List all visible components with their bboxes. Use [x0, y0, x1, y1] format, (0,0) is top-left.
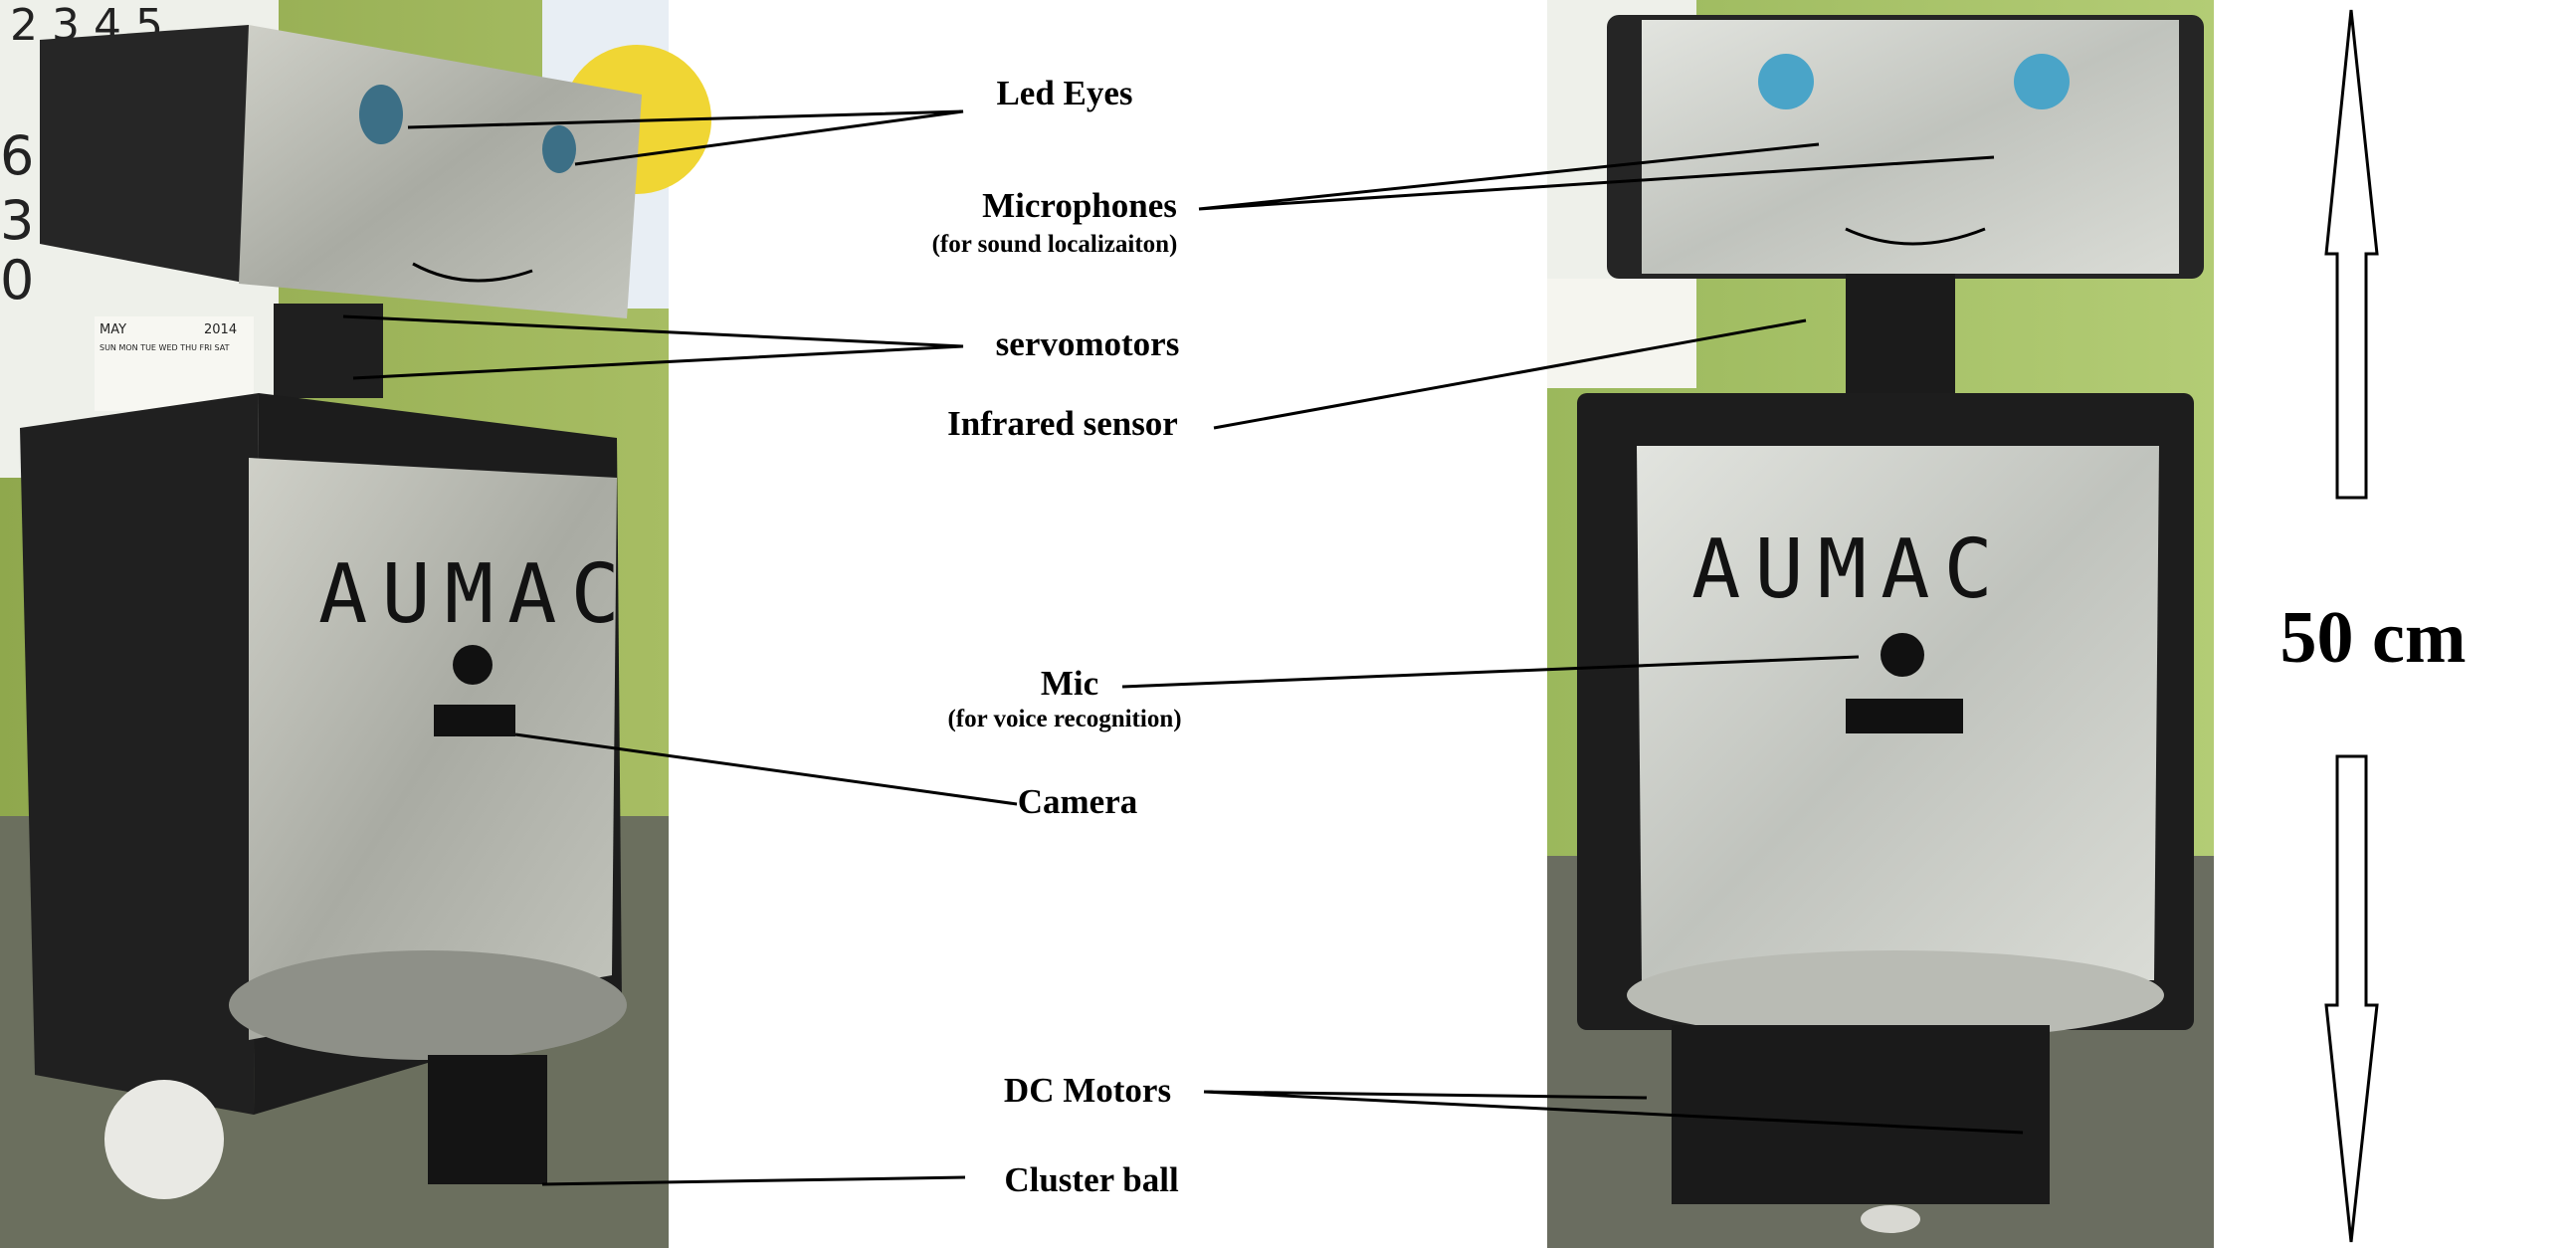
neck-servos-right — [1846, 274, 1955, 393]
left-robot-photo: 2 3 4 5 6 3 0 MAY 2014 SUN MON TUE WED T… — [0, 0, 711, 1248]
component-labels: Led Eyes Microphones (for sound localiza… — [932, 74, 1182, 1199]
robot-body-front: AUMAC — [1577, 393, 2194, 1233]
leader-cluster-ball — [541, 1175, 966, 1186]
label-led-eyes: Led Eyes — [996, 74, 1132, 112]
right-robot-photo: AUMAC — [1547, 0, 2214, 1248]
calendar-days: SUN MON TUE WED THU FRI SAT — [99, 343, 230, 352]
label-servomotors: servomotors — [996, 324, 1180, 363]
label-cluster-ball: Cluster ball — [1004, 1160, 1179, 1199]
robot-head-front — [1607, 15, 2204, 279]
leader-microphones — [1198, 142, 1995, 211]
leader-mic — [1121, 655, 1860, 689]
svg-text:0: 0 — [0, 249, 34, 312]
leader-servomotors — [342, 314, 964, 380]
svg-text:3: 3 — [0, 189, 34, 252]
label-microphones-note: (for sound localizaiton) — [932, 231, 1178, 258]
robot-body-side: AUMAC — [0, 393, 669, 1248]
calendar-year: 2014 — [204, 322, 237, 337]
leader-led-eyes — [407, 109, 964, 166]
robot-logo-right: AUMAC — [1691, 522, 2007, 617]
label-microphones: Microphones — [982, 186, 1177, 225]
label-infrared-sensor: Infrared sensor — [947, 404, 1178, 443]
leader-dc-motors — [1203, 1090, 2024, 1135]
label-mic-note: (for voice recognition) — [947, 706, 1181, 732]
calendar-month: MAY — [99, 322, 126, 337]
robot-head-side — [40, 25, 642, 318]
label-mic: Mic — [1041, 664, 1098, 703]
height-dimension: 50 cm — [2280, 9, 2467, 1243]
neck-servos-left — [274, 304, 383, 398]
leader-lines — [342, 109, 2024, 1186]
robot-logo-left: AUMAC — [318, 547, 634, 642]
svg-text:6: 6 — [0, 124, 34, 187]
height-label: 50 cm — [2280, 597, 2467, 679]
down-arrow — [2324, 754, 2379, 1243]
label-camera: Camera — [1018, 782, 1138, 821]
leader-camera — [514, 732, 1018, 806]
label-dc-motors: DC Motors — [1004, 1071, 1171, 1110]
leader-infrared — [1213, 318, 1807, 430]
up-arrow — [2324, 9, 2379, 500]
